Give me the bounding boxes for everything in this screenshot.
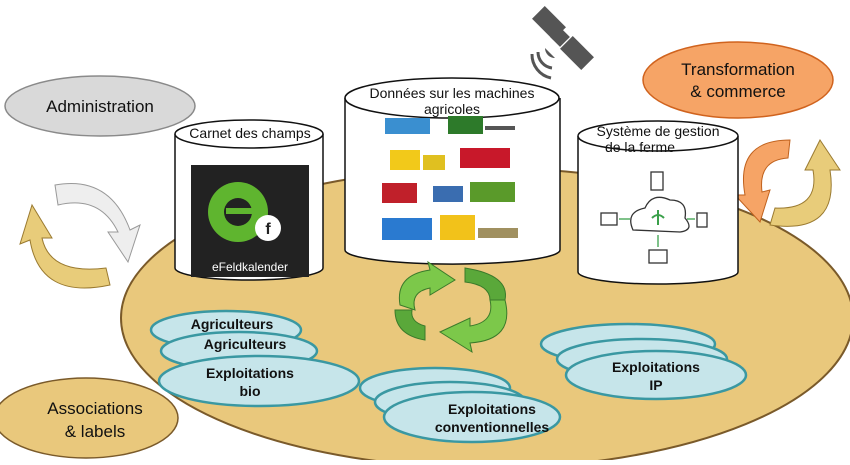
exchange-cycle-icon-left <box>19 183 141 289</box>
transformation-label: Transformation <box>681 60 795 79</box>
organic-label: Exploitations <box>206 365 294 381</box>
conventional-label-2: conventionnelles <box>435 419 550 435</box>
cloud-network-icon <box>600 171 708 264</box>
farm-group-organic: Agriculteurs Agriculteurs Exploitations … <box>149 309 361 408</box>
associations-label-2: & labels <box>65 422 125 441</box>
farm-group-conventional: Exploitations conventionnelles <box>358 366 562 444</box>
ip-label: Exploitations <box>612 359 700 375</box>
logo-text: eFeldkalender <box>212 260 288 274</box>
tractor-icon <box>390 150 420 170</box>
associations-label: Associations <box>47 399 142 418</box>
actor-associations: Associations & labels <box>0 377 179 459</box>
tractor-icon <box>433 186 463 202</box>
harvester-icon <box>460 148 510 168</box>
field-calendar-title: Carnet des champs <box>189 125 310 141</box>
machines-title-2: agricoles <box>424 101 480 117</box>
implement-icon <box>478 228 518 238</box>
exchange-cycle-icon-right <box>733 139 841 227</box>
tracked-vehicle-icon <box>382 218 432 240</box>
svg-text:f: f <box>265 221 271 238</box>
organic-back-label-2: Agriculteurs <box>204 336 287 352</box>
conventional-label: Exploitations <box>448 401 536 417</box>
machine-icons <box>382 116 518 240</box>
baler-icon <box>423 155 445 170</box>
database-farm-management: Système de gestion de la ferme <box>577 120 739 285</box>
database-machines: Données sur les machines agricoles <box>344 77 561 265</box>
machines-title: Données sur les machines <box>370 85 535 101</box>
farm-management-title: Système de gestion <box>597 123 720 139</box>
database-field-calendar: Carnet des champs f eFeldkalender <box>174 119 324 281</box>
ip-label-2: IP <box>649 377 662 393</box>
harvester-icon <box>470 182 515 202</box>
sync-cycle-icon <box>394 260 508 354</box>
organic-back-label: Agriculteurs <box>191 316 274 332</box>
harvester-icon <box>382 183 417 203</box>
tractor-icon <box>448 116 483 134</box>
organic-label-2: bio <box>240 383 261 399</box>
tractor-icon <box>440 215 475 240</box>
satellite-icon <box>530 6 594 80</box>
harvester-icon <box>385 118 430 134</box>
seeder-icon <box>485 126 515 130</box>
efeldkalender-logo: f eFeldkalender <box>191 165 309 277</box>
administration-label: Administration <box>46 97 154 116</box>
actor-transformation: Transformation & commerce <box>642 41 834 119</box>
farm-management-title-2: de la ferme <box>605 139 675 155</box>
transformation-label-2: & commerce <box>690 82 785 101</box>
actor-administration: Administration <box>4 75 196 137</box>
farm-group-ip: Exploitations IP <box>539 322 748 401</box>
